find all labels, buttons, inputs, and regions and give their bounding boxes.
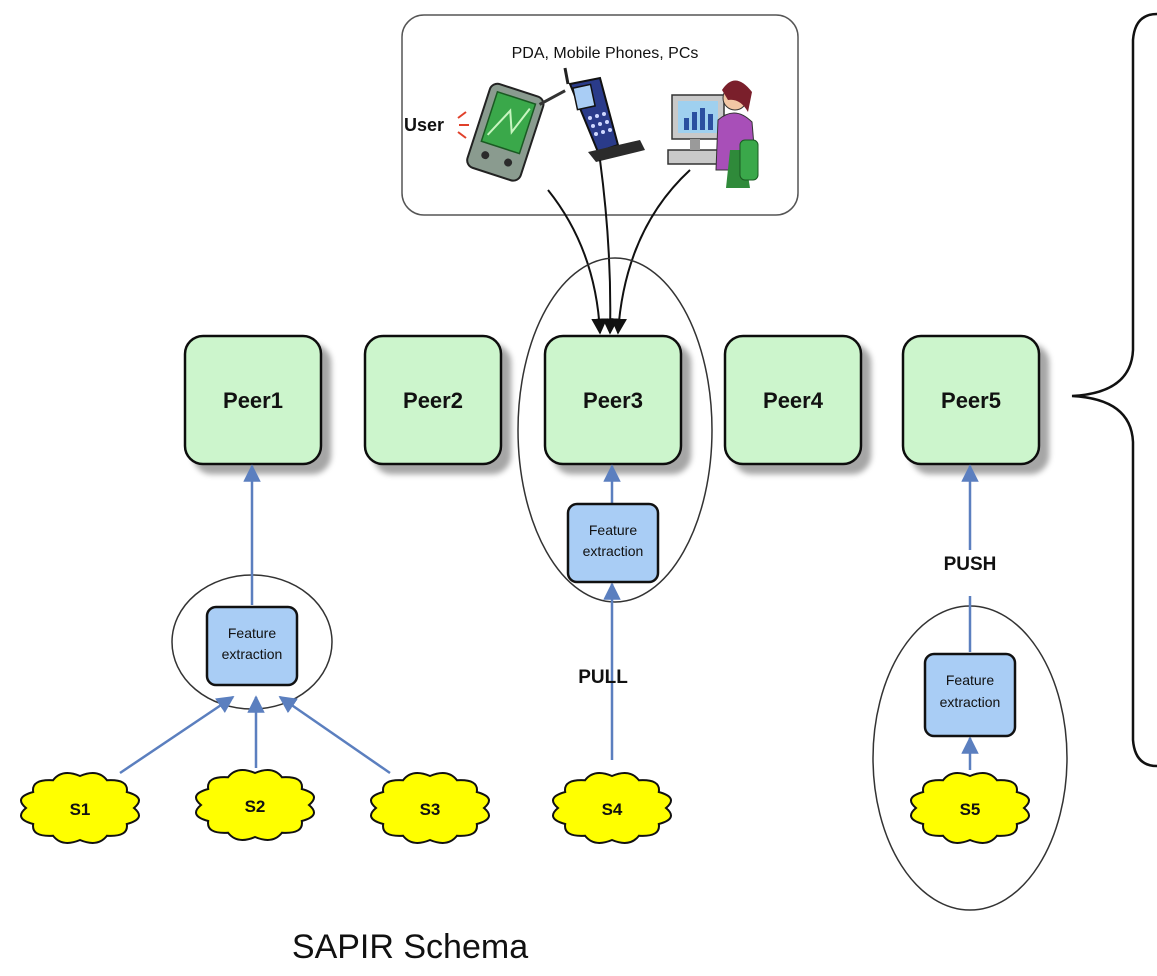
cloud-shape [910, 772, 1030, 844]
peer-5 [901, 334, 1041, 466]
feature-extraction-box-3: Feature extraction [923, 652, 1017, 738]
peer-4-label: Peer4 [763, 388, 824, 413]
source-label-s1: S1 [70, 800, 91, 819]
feature-extraction-box-1: Feature extraction [205, 605, 299, 687]
peer-3 [543, 334, 683, 466]
devices-box: PDA, Mobile Phones, PCs User [401, 14, 799, 216]
source-cloud-s5: S5 [910, 772, 1030, 844]
sources-layer: S1 S2 S3 S4 S5 [20, 769, 1030, 844]
source-label-s5: S5 [960, 800, 981, 819]
source-cloud-s1: S1 [20, 772, 140, 844]
peer-2-label: Peer2 [403, 388, 463, 413]
source-cloud-s3: S3 [370, 772, 490, 844]
user-sparkle-icon [457, 111, 469, 139]
source-cloud-s2: S2 [195, 769, 315, 841]
peer-3-label: Peer3 [583, 388, 643, 413]
user-label: User [404, 115, 444, 135]
feature-extraction-2-line1: Feature [589, 522, 637, 538]
peer-1-label: Peer1 [223, 388, 283, 413]
peer-1 [183, 334, 323, 466]
pc-user-icon [667, 80, 759, 188]
source-label-s4: S4 [602, 800, 623, 819]
source-label-s2: S2 [245, 797, 266, 816]
cloud-shape [552, 772, 672, 844]
feature-extraction-3-line2: extraction [940, 694, 1001, 710]
diagram-title: SAPIR Schema [292, 928, 528, 966]
cloud-shape [195, 769, 315, 841]
source-cloud-s4: S4 [552, 772, 672, 844]
peer3-group-ellipse [517, 257, 713, 603]
device-to-peer3-arrows [547, 159, 691, 335]
feature-extraction-3-line1: Feature [946, 672, 994, 688]
cloud-shape [20, 772, 140, 844]
feature-extraction-1-line1: Feature [228, 625, 276, 641]
source-label-s3: S3 [420, 800, 441, 819]
feature-extraction-2-line2: extraction [583, 543, 644, 559]
devices-caption: PDA, Mobile Phones, PCs [512, 45, 699, 62]
feature-extraction-1-line2: extraction [222, 646, 283, 662]
pda-icon [466, 82, 566, 182]
cloud-shape [370, 772, 490, 844]
pull-label: PULL [578, 667, 628, 688]
data-flow-arrows [119, 464, 979, 775]
mobile-phone-icon [563, 67, 645, 162]
right-curly-brace [1071, 12, 1157, 768]
peer-2 [363, 334, 503, 466]
peer-4 [723, 334, 863, 466]
peer-5-label: Peer5 [941, 388, 1001, 413]
push-label: PUSH [944, 554, 997, 575]
feature-extraction-box-2: Feature extraction [566, 502, 660, 584]
